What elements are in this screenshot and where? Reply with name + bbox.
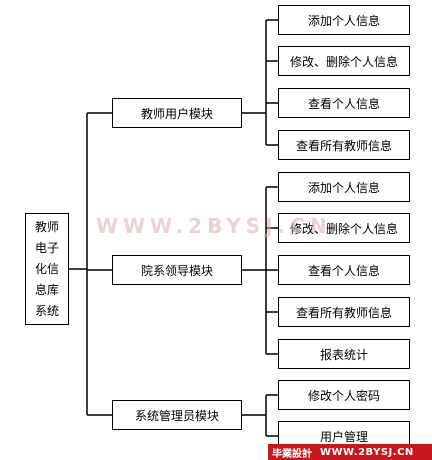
footer-site: WWW.2BYSJ.CN [320, 446, 414, 458]
leaf-edit-delete-personal-info: 修改、删除个人信息 [278, 213, 410, 243]
module-label: 教师用户模块 [140, 106, 213, 121]
leaf-label: 查看个人信息 [307, 96, 380, 111]
leaf-label: 报表统计 [319, 347, 368, 362]
module-sys-admin: 系统管理员模块 [112, 400, 242, 430]
leaf-label: 修改、删除个人信息 [289, 54, 398, 69]
module-teacher-user: 教师用户模块 [112, 98, 242, 128]
root-line-1: 教师 [34, 219, 59, 234]
leaf-label: 添加个人信息 [307, 13, 380, 28]
leaf-view-personal-info: 查看个人信息 [278, 88, 410, 118]
leaf-report-statistics: 报表统计 [278, 339, 410, 369]
leaf-add-personal-info: 添加个人信息 [278, 172, 410, 202]
leaf-view-all-teacher-info: 查看所有教师信息 [278, 130, 410, 160]
leaf-change-password: 修改个人密码 [278, 380, 410, 410]
leaf-label: 查看所有教师信息 [295, 305, 392, 320]
leaf-label: 查看个人信息 [307, 263, 380, 278]
leaf-label: 添加个人信息 [307, 180, 380, 195]
root-line-4: 息库 [34, 282, 59, 297]
leaf-label: 修改、删除个人信息 [289, 221, 398, 236]
leaf-label: 用户管理 [319, 429, 368, 444]
root-line-3: 化信 [34, 261, 59, 276]
root-system-box: 教师 电子 化信 息库 系统 [25, 213, 69, 325]
root-line-5: 系统 [34, 303, 59, 318]
footer-logo: 毕業設計 WWW.2BYSJ.CN [268, 444, 432, 460]
footer-brand: 毕業設計 [272, 448, 312, 460]
module-label: 系统管理员模块 [134, 408, 219, 423]
leaf-edit-delete-personal-info: 修改、删除个人信息 [278, 46, 410, 76]
module-dept-leader: 院系领导模块 [112, 255, 242, 285]
module-label: 院系领导模块 [140, 263, 213, 278]
leaf-label: 修改个人密码 [307, 388, 380, 403]
leaf-view-all-teacher-info: 查看所有教师信息 [278, 297, 410, 327]
leaf-view-personal-info: 查看个人信息 [278, 255, 410, 285]
root-line-2: 电子 [34, 240, 59, 255]
leaf-label: 查看所有教师信息 [295, 138, 392, 153]
leaf-add-personal-info: 添加个人信息 [278, 5, 410, 35]
